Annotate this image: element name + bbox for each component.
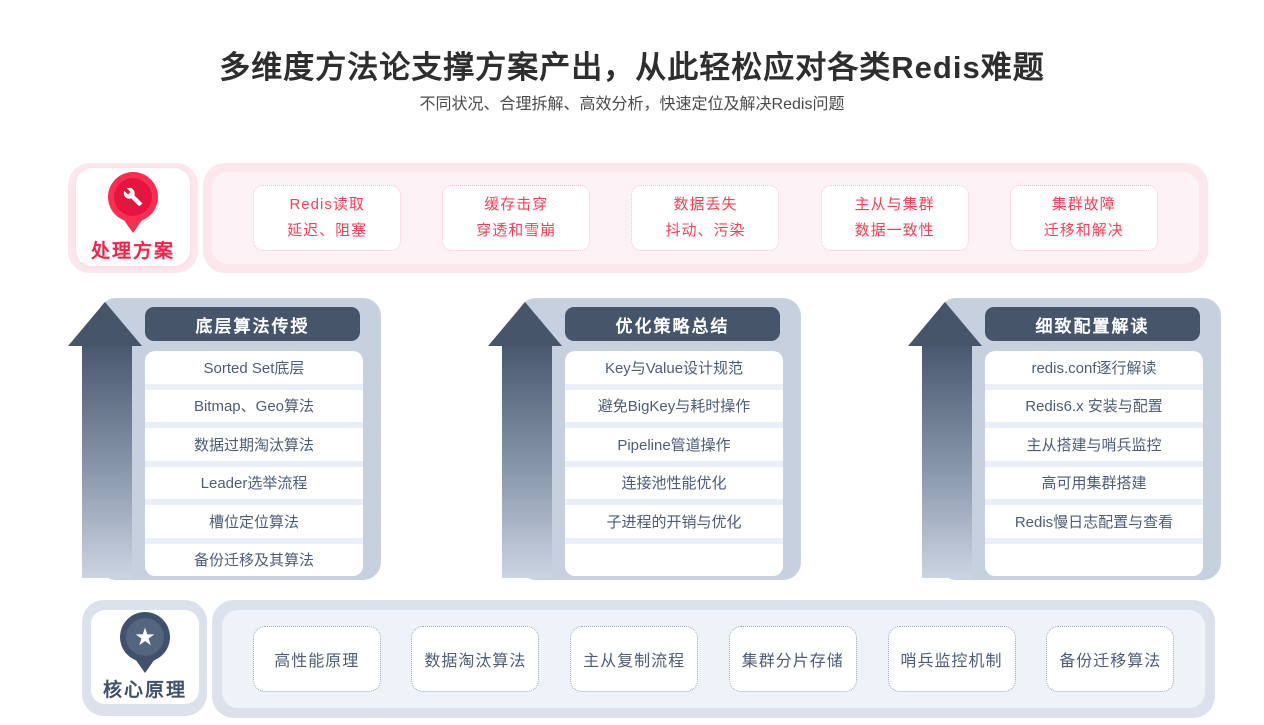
principle-box: 集群分片存储 bbox=[728, 626, 857, 692]
column-header: 优化策略总结 bbox=[565, 307, 780, 341]
solutions-label-card: 处理方案 bbox=[76, 168, 190, 266]
list-item: Redis慢日志配置与查看 bbox=[985, 505, 1203, 544]
solutions-panel-inner: Redis读取 延迟、阻塞 缓存击穿 穿透和雪崩 数据丢失 抖动、污染 主从与集… bbox=[212, 172, 1199, 264]
principles-label-frame: ★ 核心原理 bbox=[82, 600, 207, 716]
solution-box: Redis读取 延迟、阻塞 bbox=[253, 185, 402, 251]
list-item: Pipeline管道操作 bbox=[565, 428, 783, 467]
column-header: 底层算法传授 bbox=[145, 307, 360, 341]
arrow-head bbox=[908, 302, 982, 346]
principles-label-card: ★ 核心原理 bbox=[91, 610, 199, 704]
page-subtitle: 不同状况、合理拆解、高效分析，快速定位及解决Redis问题 bbox=[419, 96, 845, 113]
solution-box-line1: 集群故障 bbox=[1051, 196, 1116, 213]
solutions-section-label: 处理方案 bbox=[90, 240, 175, 262]
list-item: Sorted Set底层 bbox=[145, 351, 363, 390]
principles-panel-inner: 高性能原理 数据淘汰算法 主从复制流程 集群分片存储 哨兵监控机制 备份迁移算法 bbox=[222, 610, 1205, 708]
solutions-panel: Redis读取 延迟、阻塞 缓存击穿 穿透和雪崩 数据丢失 抖动、污染 主从与集… bbox=[203, 163, 1208, 273]
arrow-shaft bbox=[502, 346, 552, 578]
list-item: Redis6.x 安装与配置 bbox=[985, 390, 1203, 428]
pin-inner-circle: ★ bbox=[126, 618, 164, 656]
principles-section-label: 核心原理 bbox=[102, 680, 187, 701]
page-title: 多维度方法论支撑方案产出，从此轻松应对各类Redis难题 bbox=[219, 50, 1045, 85]
solution-box-line2: 迁移和解决 bbox=[1043, 222, 1124, 239]
list-item: 备份迁移及其算法 bbox=[193, 552, 314, 570]
star-icon: ★ bbox=[134, 623, 156, 651]
principle-box: 高性能原理 bbox=[252, 626, 381, 692]
solution-box-line1: Redis读取 bbox=[289, 196, 365, 213]
pin-head: ★ bbox=[120, 612, 170, 662]
principle-box: 主从复制流程 bbox=[570, 626, 699, 692]
list-item-empty bbox=[565, 544, 783, 577]
principle-box: 备份迁移算法 bbox=[1046, 626, 1175, 692]
arrow-shaft bbox=[922, 346, 972, 578]
list-item: 数据过期淘汰算法 bbox=[145, 428, 363, 467]
arrow-shaft bbox=[82, 346, 132, 578]
list-item: Bitmap、Geo算法 bbox=[145, 390, 363, 428]
arrow-head bbox=[488, 302, 562, 346]
list-item: 槽位定位算法 bbox=[145, 505, 363, 544]
solution-box: 数据丢失 抖动、污染 bbox=[631, 185, 780, 251]
arrow-head bbox=[68, 302, 142, 346]
wrench-pin-icon bbox=[108, 171, 158, 233]
solution-box-line2: 穿透和雪崩 bbox=[476, 222, 557, 239]
method-column-configuration: 细致配置解读 redis.conf逐行解读 Redis6.x 安装与配置 主从搭… bbox=[905, 298, 1225, 580]
solution-box-line1: 主从与集群 bbox=[854, 196, 935, 213]
solution-box: 集群故障 迁移和解决 bbox=[1009, 185, 1158, 251]
column-header: 细致配置解读 bbox=[985, 307, 1200, 341]
method-column-optimization: 优化策略总结 Key与Value设计规范 避免BigKey与耗时操作 Pipel… bbox=[485, 298, 805, 580]
solution-box-line1: 数据丢失 bbox=[673, 196, 738, 213]
list-item: 主从搭建与哨兵监控 bbox=[985, 428, 1203, 467]
list-item: 避免BigKey与耗时操作 bbox=[565, 390, 783, 428]
list-item: 连接池性能优化 bbox=[565, 467, 783, 505]
up-arrow-icon bbox=[905, 298, 985, 580]
list-item-empty bbox=[985, 544, 1203, 577]
up-arrow-icon bbox=[485, 298, 565, 580]
list-item: 子进程的开销与优化 bbox=[565, 505, 783, 544]
principle-box: 数据淘汰算法 bbox=[411, 626, 540, 692]
column-list: Sorted Set底层 Bitmap、Geo算法 数据过期淘汰算法 Leade… bbox=[145, 351, 363, 576]
star-pin-icon: ★ bbox=[120, 612, 170, 673]
pin-inner-circle bbox=[114, 177, 152, 216]
list-item: redis.conf逐行解读 bbox=[985, 351, 1203, 390]
solution-box-line2: 数据一致性 bbox=[854, 222, 935, 239]
solution-box-line1: 缓存击穿 bbox=[484, 196, 549, 213]
column-list: redis.conf逐行解读 Redis6.x 安装与配置 主从搭建与哨兵监控 … bbox=[985, 351, 1203, 576]
solutions-label-frame: 处理方案 bbox=[68, 163, 198, 273]
principle-box: 哨兵监控机制 bbox=[887, 626, 1016, 692]
wrench-icon bbox=[123, 187, 143, 206]
solution-box-line2: 延迟、阻塞 bbox=[287, 222, 368, 239]
column-list: Key与Value设计规范 避免BigKey与耗时操作 Pipeline管道操作… bbox=[565, 351, 783, 576]
list-item: 高可用集群搭建 bbox=[985, 467, 1203, 505]
solution-box: 主从与集群 数据一致性 bbox=[820, 185, 969, 251]
solution-box-line2: 抖动、污染 bbox=[665, 222, 746, 239]
list-item: Key与Value设计规范 bbox=[565, 351, 783, 390]
solution-box: 缓存击穿 穿透和雪崩 bbox=[442, 185, 591, 251]
principles-panel: 高性能原理 数据淘汰算法 主从复制流程 集群分片存储 哨兵监控机制 备份迁移算法 bbox=[212, 600, 1215, 718]
method-column-algorithms: 底层算法传授 Sorted Set底层 Bitmap、Geo算法 数据过期淘汰算… bbox=[65, 298, 385, 580]
up-arrow-icon bbox=[65, 298, 145, 580]
pin-head bbox=[108, 171, 158, 222]
list-item: Leader选举流程 bbox=[145, 467, 363, 505]
